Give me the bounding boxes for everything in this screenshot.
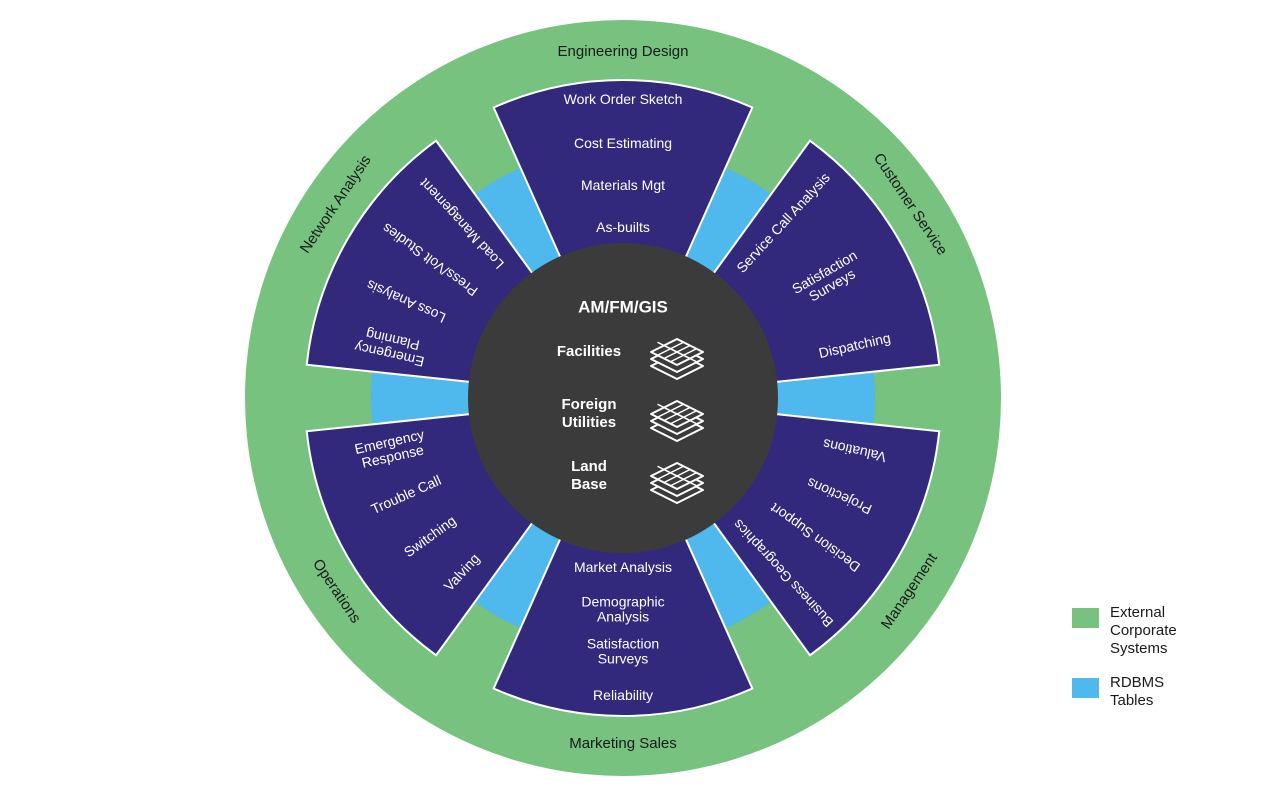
category-marketing-sales: Marketing Sales: [569, 735, 677, 752]
core-layer-facilities: Facilities: [557, 343, 621, 360]
legend-swatch: [1072, 678, 1099, 698]
sector-item-as-builts: As-builts: [596, 219, 650, 235]
sector-item-materials-mgt: Materials Mgt: [581, 177, 665, 193]
legend-label: External Corporate Systems: [1110, 604, 1177, 657]
sector-item-work-order-sketch: Work Order Sketch: [564, 91, 683, 107]
sector-item-reliability: Reliability: [593, 687, 653, 703]
sector-item-cost-estimating: Cost Estimating: [574, 135, 672, 151]
legend-label: RDBMS Tables: [1110, 674, 1165, 709]
legend-item-rdbms: RDBMS Tables: [1072, 674, 1272, 710]
layers-icon: [650, 338, 704, 380]
legend-item-external: External Corporate Systems: [1072, 604, 1272, 658]
sector-item-market-analysis: Market Analysis: [574, 559, 672, 575]
core-title: AM/FM/GIS: [578, 297, 668, 316]
layers-icon: [650, 400, 704, 442]
legend-swatch: [1072, 608, 1099, 628]
sector-customer-service: Service Call AnalysisSatisfactionSurveys…: [704, 139, 941, 385]
layers-icon: [650, 462, 704, 504]
category-engineering-design: Engineering Design: [558, 43, 689, 60]
am-fm-gis-core: [468, 243, 778, 553]
